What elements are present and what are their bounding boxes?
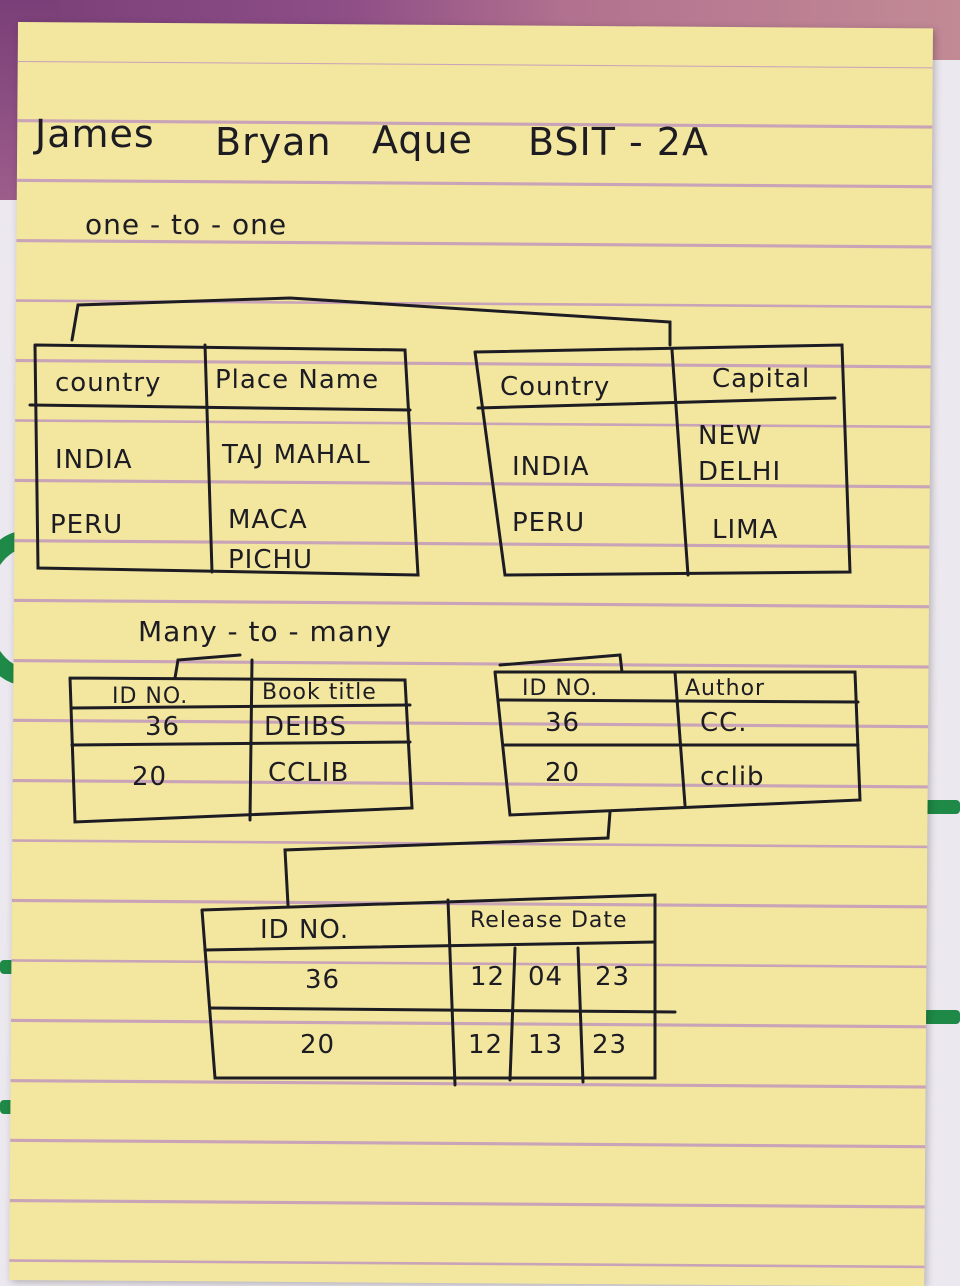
table-release-cell: 23 [595, 962, 631, 992]
table-release-column-divider [446, 898, 457, 1087]
one-to-one-title: one - to - one [85, 208, 288, 241]
table-books-cell: 20 [132, 762, 168, 792]
table-authors-frame [493, 670, 862, 817]
table-places-header-place: Place Name [215, 365, 380, 395]
table-capitals-cell: NEW DELHI [698, 421, 782, 487]
table-places-cell: MACA PICHU [228, 505, 314, 575]
student-middle-name: Bryan [215, 120, 332, 164]
table-places-cell: PERU [50, 510, 124, 540]
table-authors-cell: 20 [545, 758, 581, 788]
one-to-one-connector [70, 296, 672, 347]
table-release-header-line [203, 940, 657, 952]
table-books-cell: 36 [145, 712, 181, 742]
student-last-name: Aque [372, 118, 473, 162]
table-capitals-header-line [476, 396, 837, 410]
table-places-column-divider [203, 343, 214, 574]
table-release-date-divider [508, 946, 517, 1082]
table-authors-header-author: Author [685, 676, 766, 701]
table-books-cell: CCLIB [268, 758, 350, 788]
table-release-cell: 23 [592, 1030, 628, 1060]
table-capitals-cell: INDIA [512, 452, 590, 482]
table-release-row-line [208, 1006, 677, 1014]
table-capitals-cell: PERU [512, 508, 586, 538]
table-books-cell: DEIBS [264, 712, 347, 742]
table-capitals-header-capital: Capital [712, 364, 811, 394]
table-capitals-header-country: Country [500, 372, 611, 402]
many-to-many-connector-right [498, 653, 624, 674]
background-print-stripe [920, 1010, 960, 1024]
table-authors-cell: 36 [545, 708, 581, 738]
table-release-cell: 12 [470, 962, 506, 992]
table-release-cell: 04 [528, 962, 564, 992]
table-authors-header-line [498, 698, 860, 704]
background-print-stripe [920, 800, 960, 814]
table-places-frame [33, 343, 420, 577]
student-section: BSIT - 2A [528, 120, 709, 164]
table-places-cell: TAJ MAHAL [222, 440, 371, 470]
many-to-many-title: Many - to - many [138, 615, 393, 648]
many-to-many-connector-left [173, 653, 242, 680]
table-books-column-divider [248, 658, 254, 822]
table-books-header-id: ID NO. [112, 684, 189, 709]
table-release-cell: 20 [300, 1030, 336, 1060]
table-release-header-id: ID NO. [260, 915, 350, 945]
table-authors-header-id: ID NO. [522, 676, 599, 701]
table-books-row-line [70, 740, 412, 747]
table-release-cell: 36 [305, 965, 341, 995]
table-release-cell: 13 [528, 1030, 564, 1060]
table-authors-cell: cclib [700, 762, 765, 792]
table-release-header-date: Release Date [470, 908, 628, 933]
table-places-header-line [28, 403, 412, 412]
table-places-header-country: country [55, 368, 162, 398]
table-capitals-cell: LIMA [712, 515, 779, 545]
table-capitals-frame [473, 343, 852, 577]
table-books-header-title: Book title [262, 680, 377, 705]
table-release-frame [200, 893, 657, 1080]
table-books-frame [68, 676, 414, 824]
table-release-cell: 12 [468, 1030, 504, 1060]
table-release-date-divider [576, 946, 585, 1084]
table-places-cell: INDIA [55, 445, 133, 475]
table-capitals-column-divider [670, 348, 690, 577]
table-authors-cell: CC. [700, 708, 748, 738]
table-release-connector [283, 810, 612, 907]
table-authors-column-divider [673, 670, 687, 807]
student-first-name: James [35, 112, 155, 156]
table-books-header-line [70, 703, 412, 710]
